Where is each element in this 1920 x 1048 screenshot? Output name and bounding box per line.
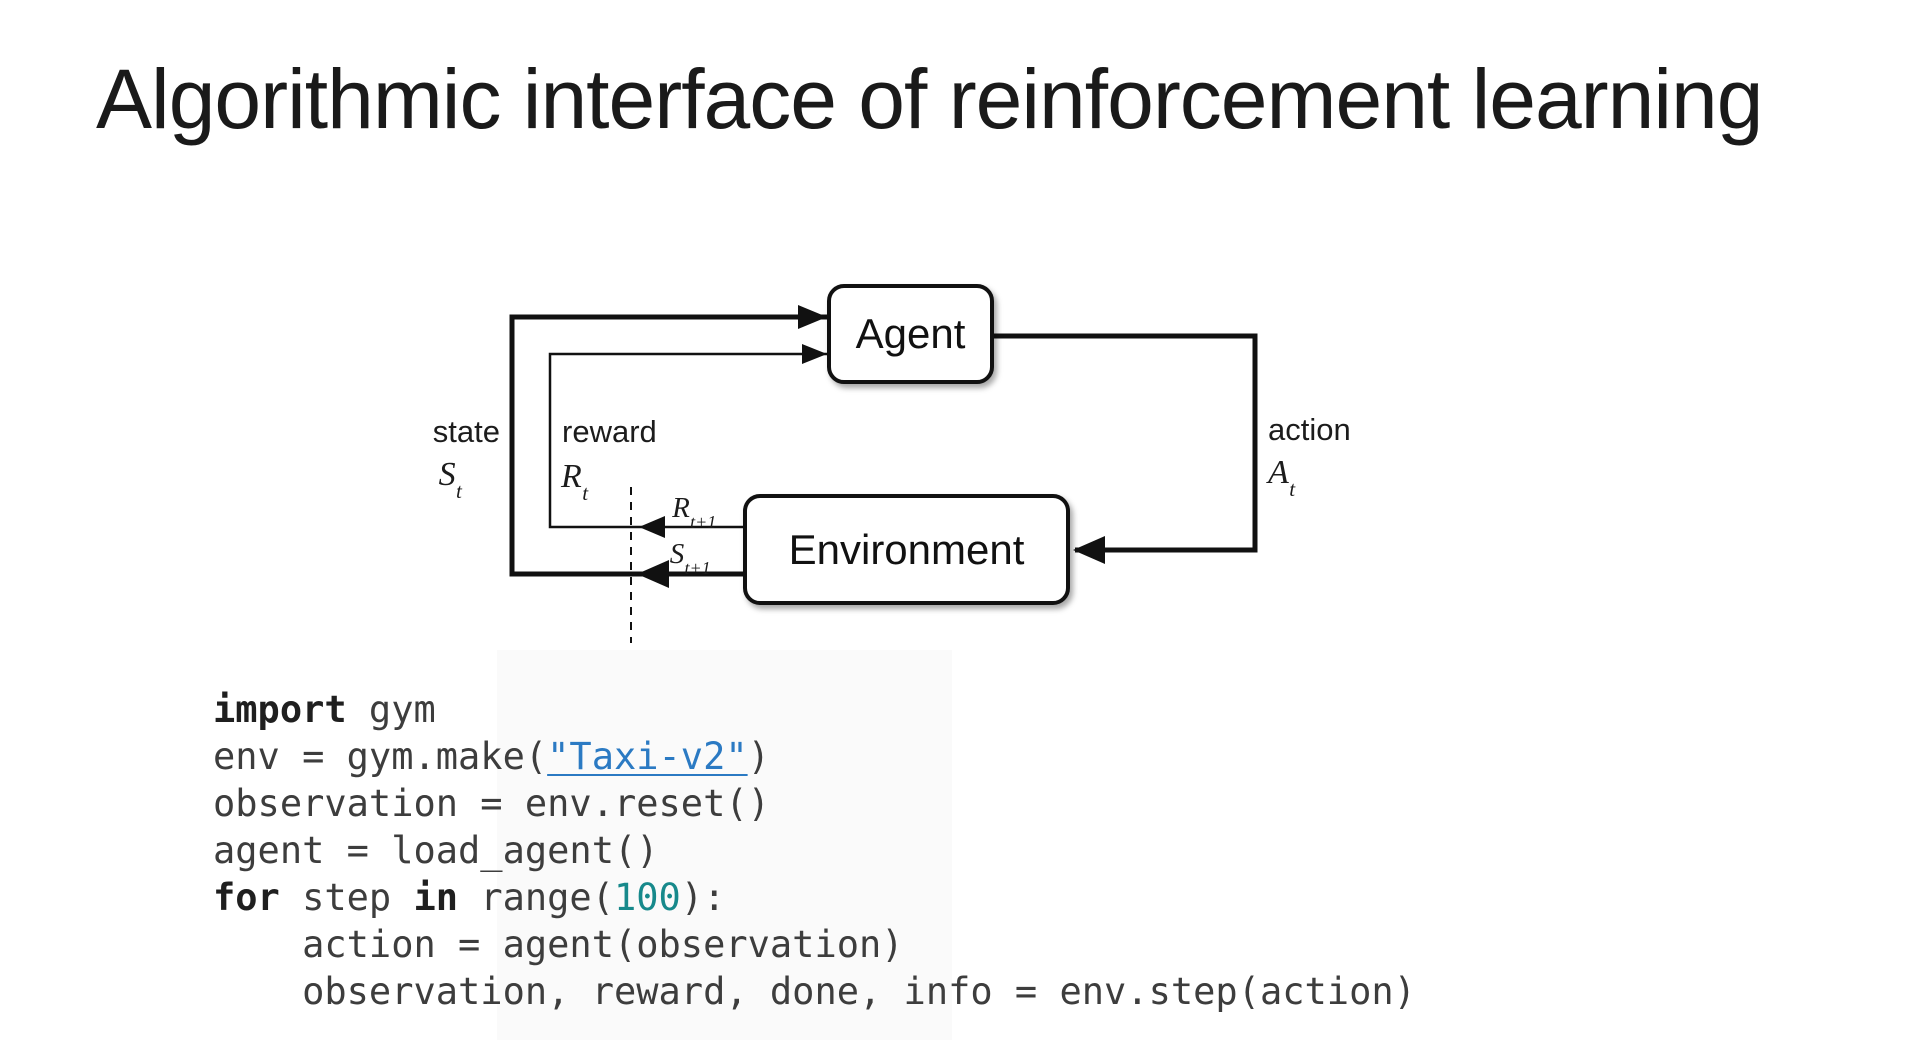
code-background-tint [497, 650, 952, 1040]
code-segment: observation = env.reset() [213, 782, 770, 825]
symbol-base: A [1268, 454, 1289, 491]
symbol-subscript: t [1289, 477, 1296, 502]
symbol-subscript: t+1 [690, 512, 717, 533]
symbol-base: S [669, 538, 685, 570]
symbol-base: R [672, 492, 690, 524]
arrowhead-state-to-agent-icon [798, 305, 827, 329]
page-title: Algorithmic interface of reinforcement l… [96, 52, 1763, 146]
next-state-symbol: St+1 [644, 538, 736, 578]
action-label: action [1268, 412, 1351, 447]
taxi-v2-link[interactable]: "Taxi-v2" [547, 735, 748, 778]
code-segment: for [213, 876, 280, 919]
code-segment: observation, reward, done, info = env.st… [213, 970, 1416, 1013]
arrowhead-action-to-environment-icon [1073, 536, 1105, 564]
code-segment: action = agent(observation) [213, 923, 904, 966]
environment-box: Environment [743, 494, 1070, 605]
symbol-subscript: t+1 [684, 558, 711, 579]
code-segment: 100 [613, 876, 681, 919]
environment-label: Environment [788, 525, 1025, 573]
symbol-subscript: t [582, 481, 589, 506]
code-segment: ) [747, 735, 770, 778]
state-symbol: St [400, 456, 500, 502]
code-line: action = agent(observation) [213, 921, 1416, 968]
code-line: env = gym.make("Taxi-v2") [213, 733, 1416, 780]
reward-symbol: Rt [561, 458, 588, 504]
code-segment: agent = load_agent() [213, 829, 659, 872]
symbol-subscript: t [455, 479, 462, 504]
reward-label: reward [562, 414, 657, 449]
next-reward-symbol: Rt+1 [648, 492, 740, 532]
agent-box: Agent [827, 284, 994, 384]
agent-label: Agent [855, 310, 966, 357]
symbol-base: R [561, 458, 582, 495]
code-line: observation = env.reset() [213, 780, 1416, 827]
code-segment: import [213, 688, 347, 731]
code-segment: gym [346, 688, 436, 731]
symbol-base: S [438, 456, 456, 493]
code-segment: ): [680, 876, 726, 919]
code-segment: in [413, 876, 459, 919]
code-segment: env = gym.make( [213, 735, 548, 778]
code-segment: range( [458, 876, 614, 919]
code-line: observation, reward, done, info = env.st… [213, 968, 1416, 1015]
code-line: for step in range(100): [213, 874, 1416, 921]
code-segment: step [279, 876, 414, 919]
code-line: agent = load_agent() [213, 827, 1416, 874]
state-label: state [432, 414, 500, 449]
arrowhead-reward-to-agent-icon [802, 344, 827, 364]
action-symbol: At [1268, 454, 1295, 500]
code-line: import gym [213, 686, 1416, 733]
